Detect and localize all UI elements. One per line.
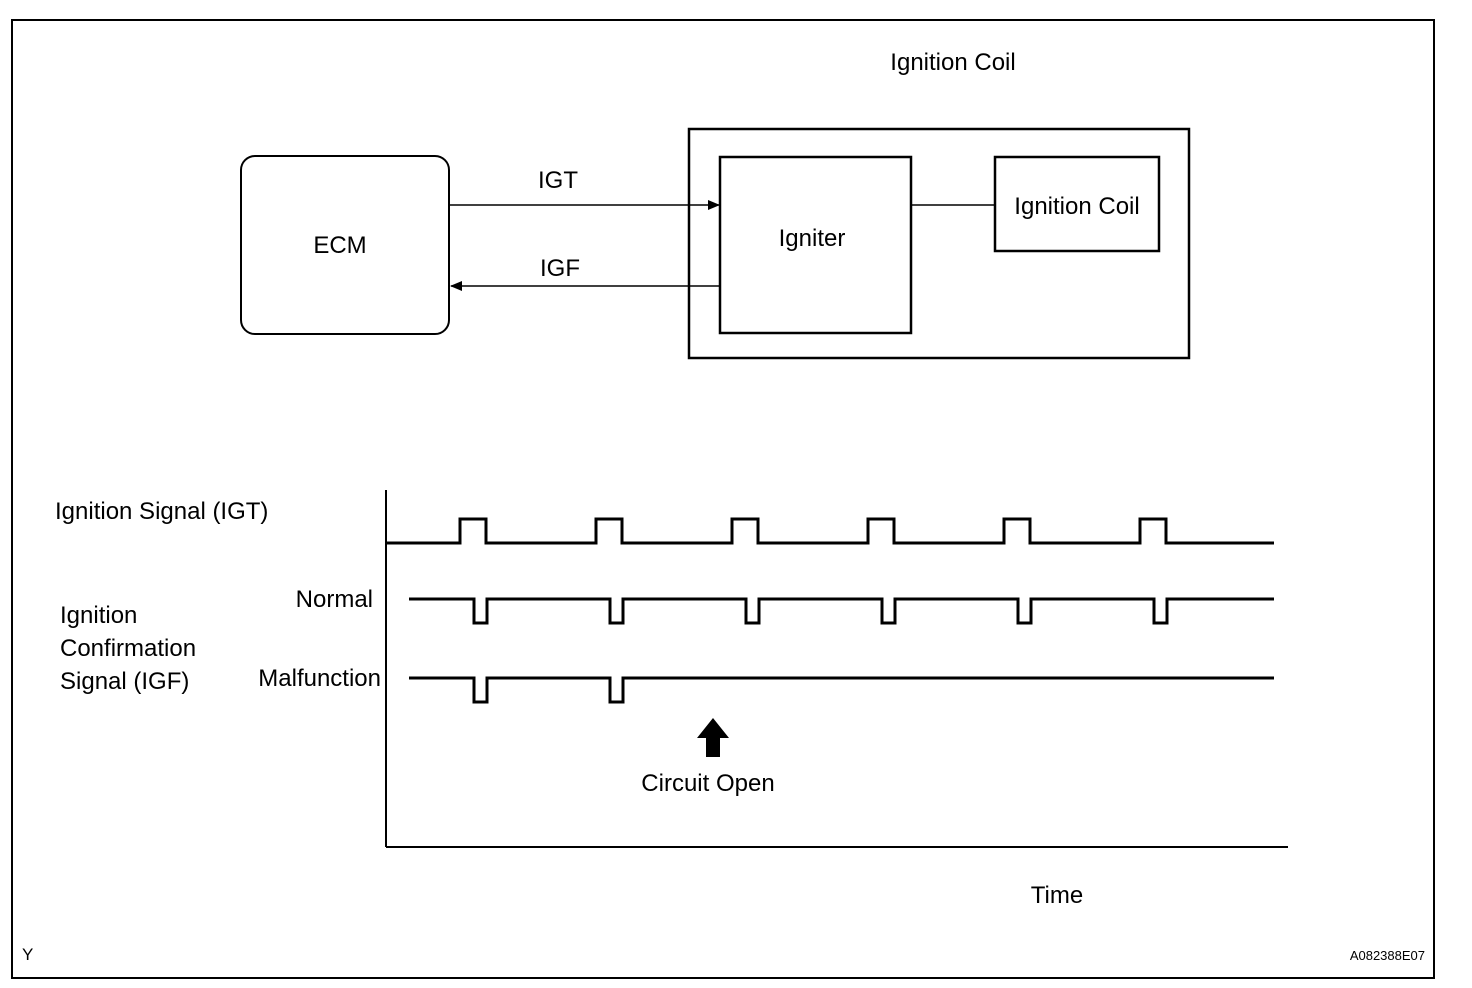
igf-group-label-line-1: Ignition <box>60 602 137 629</box>
figure-code: A082388E07 <box>1350 948 1425 963</box>
igt-waveform <box>386 517 1274 545</box>
igf-group-label-line-2: Confirmation <box>60 635 196 662</box>
igf-arrow-label: IGF <box>540 255 580 282</box>
igt-arrow-label: IGT <box>538 167 578 194</box>
igt-signal-arrow: IGT <box>449 167 720 210</box>
time-axis-label: Time <box>1031 882 1083 909</box>
igf-signal-arrow: IGF <box>450 255 720 291</box>
ecm-label: ECM <box>313 232 366 259</box>
ecm-block: ECM <box>240 155 450 335</box>
ignition-coil-assembly <box>687 127 1191 360</box>
inner-ignition-coil-label: Ignition Coil <box>1014 193 1139 220</box>
normal-row-label: Normal <box>296 586 373 613</box>
igf-malfunction-waveform <box>409 676 1274 704</box>
circuit-open-marker: Circuit Open <box>641 718 775 797</box>
malfunction-row-label: Malfunction <box>258 665 381 692</box>
ignition-coil-header: Ignition Coil <box>890 49 1015 76</box>
igf-group-label: Ignition Confirmation Signal (IGF) <box>60 602 203 695</box>
footer-left-mark: Y <box>22 945 33 964</box>
timing-axes <box>385 490 1288 848</box>
inner-ignition-coil-block: Ignition Coil <box>993 155 1161 253</box>
igf-normal-waveform <box>409 597 1274 625</box>
igniter-label: Igniter <box>779 225 846 252</box>
igf-group-label-line-3: Signal (IGF) <box>60 668 189 695</box>
igt-row-label: Ignition Signal (IGT) <box>55 498 268 525</box>
figure-frame <box>11 19 1435 979</box>
circuit-open-label: Circuit Open <box>641 770 774 797</box>
igniter-block: Igniter <box>718 155 913 335</box>
up-arrow-icon <box>697 718 729 757</box>
